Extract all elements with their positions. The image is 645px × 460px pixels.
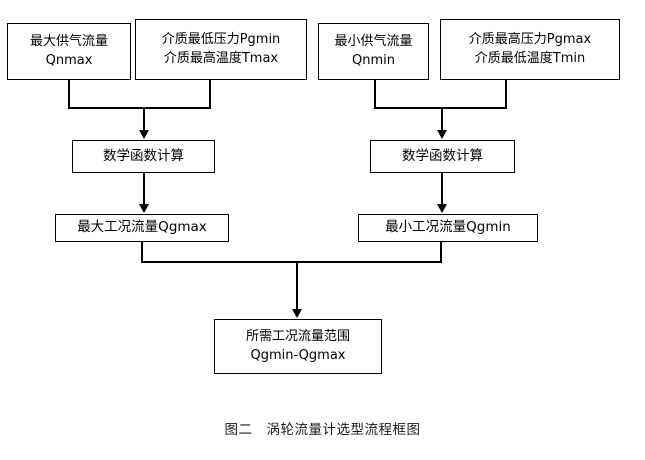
node-max-working-flow: 最大工况流量Qgmax — [55, 214, 229, 242]
arrowhead-right-math-calc — [437, 130, 447, 139]
node-math-calc-left-label: 数学函数计算 — [103, 147, 184, 164]
figure-caption: 图二涡轮流量计选型流程框图 — [0, 418, 645, 438]
arrowhead-required-range — [292, 309, 302, 318]
node-required-range-line2: Qgmin-Qgmax — [250, 347, 346, 363]
connector-bottom-merge-bar — [141, 261, 442, 263]
node-min-working-flow-label: 最小工况流量Qgmin — [385, 219, 511, 236]
arrowhead-min-working-flow — [437, 204, 447, 213]
node-required-range-line1: 所需工况流量范围 — [245, 328, 350, 344]
connector-right-merge-to-math — [441, 107, 443, 132]
node-math-calc-right: 数学函数计算 — [370, 140, 515, 173]
node-max-pressure-min-temp-line2: 介质最低温度Tmin — [474, 50, 586, 66]
arrowhead-left-math-calc — [139, 130, 149, 139]
node-max-supply-flow-line2: Qnmax — [45, 52, 93, 68]
connector-min-working-flow-down — [440, 242, 442, 263]
node-math-calc-right-label: 数学函数计算 — [402, 147, 483, 164]
connector-left-merge-to-math — [143, 107, 145, 132]
connector-max-supply-flow-down — [68, 80, 70, 109]
node-min-pressure-max-temp-line2: 介质最高温度Tmax — [163, 50, 279, 66]
node-max-supply-flow-line1: 最大供气流量 — [29, 33, 108, 49]
connector-max-working-flow-down — [141, 242, 143, 263]
node-max-pressure-min-temp: 介质最高压力Pgmax 介质最低温度Tmin — [440, 19, 620, 80]
connector-min-pressure-max-temp-down — [209, 80, 211, 109]
node-min-supply-flow-line2: Qnmin — [352, 52, 395, 68]
node-min-supply-flow-line1: 最小供气流量 — [334, 33, 413, 49]
node-max-pressure-min-temp-line1: 介质最高压力Pgmax — [468, 31, 592, 47]
connector-min-supply-flow-down — [374, 80, 376, 109]
node-required-range: 所需工况流量范围 Qgmin-Qgmax — [214, 319, 382, 374]
connector-right-merge-bar — [374, 107, 507, 109]
connector-max-pressure-min-temp-down — [505, 80, 507, 109]
node-min-pressure-max-temp-line1: 介质最低压力Pgmin — [161, 31, 281, 47]
figure-caption-number: 图二 — [224, 422, 253, 438]
node-max-working-flow-label: 最大工况流量Qgmax — [77, 219, 207, 236]
node-min-pressure-max-temp: 介质最低压力Pgmin 介质最高温度Tmax — [135, 19, 307, 80]
node-min-working-flow: 最小工况流量Qgmin — [358, 214, 538, 242]
connector-bottom-merge-to-range — [296, 261, 298, 311]
connector-left-math-to-maxflow — [143, 173, 145, 206]
node-math-calc-left: 数学函数计算 — [72, 140, 215, 173]
node-max-supply-flow: 最大供气流量 Qnmax — [7, 23, 131, 80]
connector-left-merge-bar — [68, 107, 211, 109]
node-min-supply-flow: 最小供气流量 Qnmin — [318, 23, 429, 80]
connector-right-math-to-minflow — [441, 173, 443, 206]
figure-caption-text: 涡轮流量计选型流程框图 — [266, 422, 421, 438]
arrowhead-max-working-flow — [139, 204, 149, 213]
